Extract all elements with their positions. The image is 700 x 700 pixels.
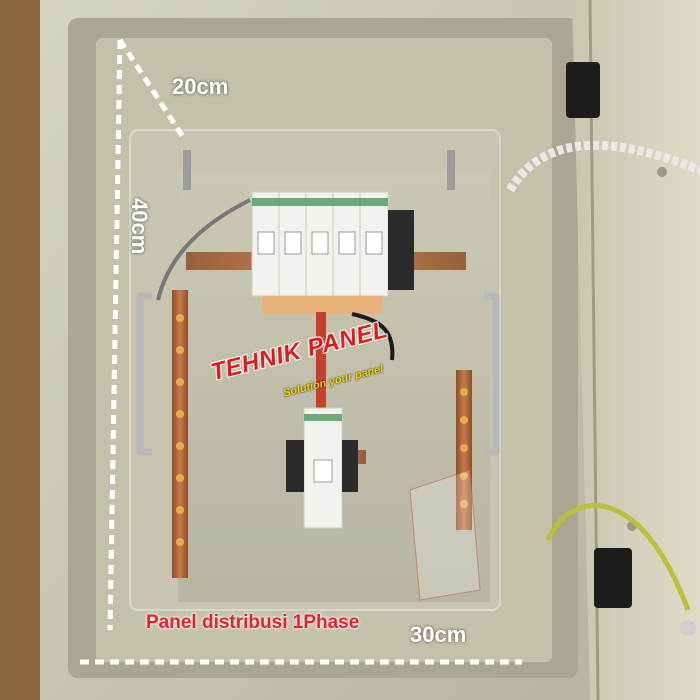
handle-left	[136, 292, 152, 456]
busbar-left	[172, 290, 188, 578]
dimension-label-width: 20cm	[172, 74, 229, 99]
earth-wire	[545, 503, 691, 611]
dimension-label-height: 40cm	[127, 198, 152, 255]
red-cable	[316, 312, 326, 408]
sub-breaker	[286, 407, 358, 529]
main-breaker-block	[251, 191, 389, 314]
dimension-lines	[80, 38, 522, 665]
side-terminal-module	[388, 210, 414, 290]
handle-right	[484, 292, 500, 456]
photo-caption: Panel distribusi 1Phase	[146, 612, 360, 633]
hinge-top	[566, 62, 600, 118]
enclosure-door	[572, 0, 700, 700]
dimension-label-depth: 30cm	[410, 622, 467, 647]
hinge-bottom	[594, 548, 632, 608]
cable-spiral-wrap	[506, 140, 700, 193]
